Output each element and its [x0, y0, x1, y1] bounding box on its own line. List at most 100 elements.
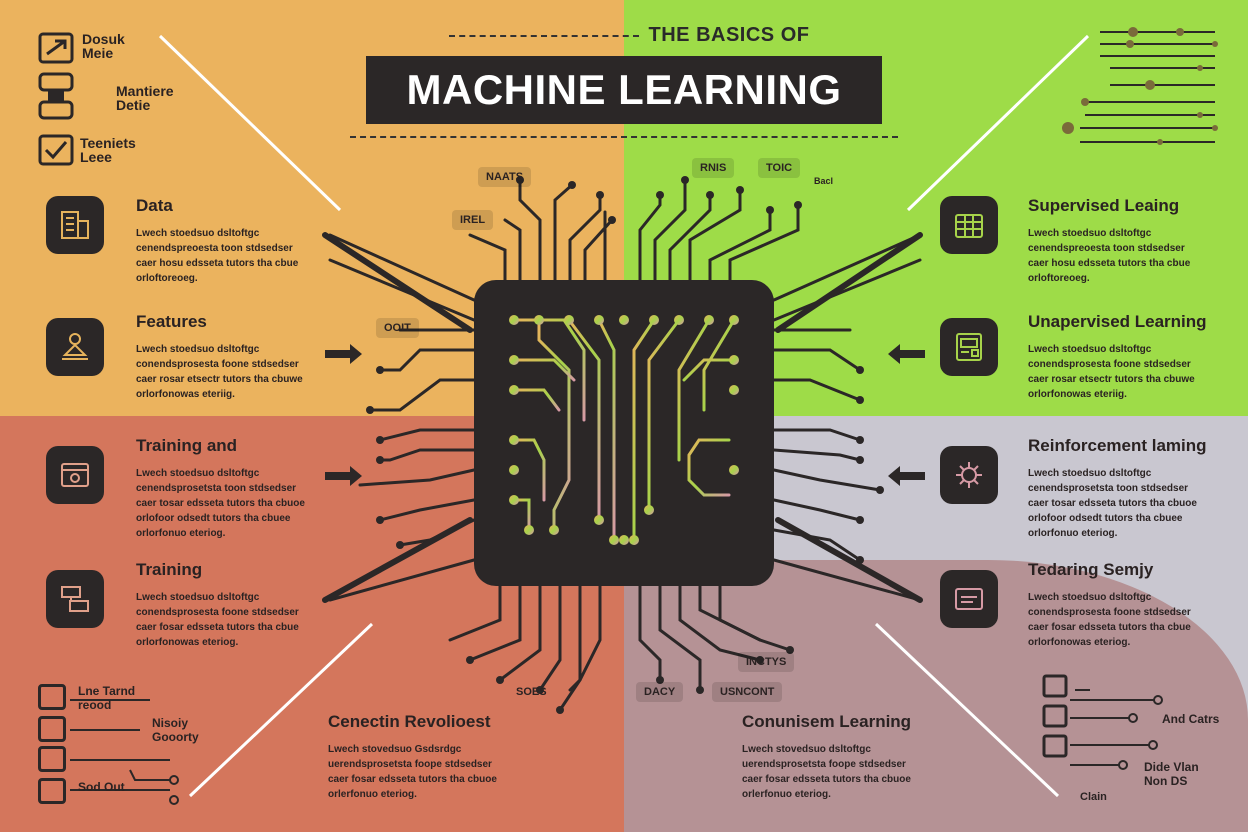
section-training-body: Lwech stoedsuo dsltoftgc conendsprosesta… [136, 590, 326, 650]
section-cenectin-title: Cenectin Revolioest [328, 712, 491, 731]
tag-rnis: RNIS [692, 158, 735, 178]
body-line: orlorfonowas eteriog. [136, 637, 239, 648]
body-line: caer tosar edsseta tutors tha cbuoe [136, 498, 305, 509]
body-line: Lwech stovedsuo dsltoftgc [742, 744, 871, 755]
body-line: orloftoreoeg. [136, 273, 198, 284]
body-line: cenendspreoesta toon stdsedser [1028, 243, 1185, 254]
tag-bacl: Bacl [814, 176, 834, 186]
bottom-right-label-1: And Catrs [1162, 712, 1220, 726]
body-line: caer fosar edsseta tutors tha cbue [136, 622, 299, 633]
body-line: caer fosar edsseta tutors tha cbue [1028, 622, 1191, 633]
body-line: Lwech stoedsuo dsltoftgc [136, 344, 260, 355]
body-line: orlorfonowas eteriig. [1028, 389, 1127, 400]
body-line: caer tosar edsseta tutors tha cbuoe [1028, 498, 1197, 509]
section-training-and-title: Training and [136, 436, 238, 455]
section-tedaring-body: Lwech stoedsuo dsltoftgc conendsprosesta… [1028, 590, 1218, 650]
section-unsupervised-body: Lwech stoedsuo dsltoftgc conendsprosesta… [1028, 342, 1218, 402]
body-line: orlorfonowas eteriog. [1028, 637, 1131, 648]
body-line: orlofoor odsedt tutors tha cbuee [136, 513, 291, 524]
body-line: caer hosu edsseta tutors tha cbue [1028, 258, 1191, 269]
body-line: uerendsprosetsta foope stdsedser [328, 759, 492, 770]
body-line: Lwech stoedsuo dsltoftgc [1028, 344, 1152, 355]
body-line: Lwech stovedsuo Gsdsrdgc [328, 744, 462, 755]
tag-ooit: OOIT [376, 318, 419, 338]
bg-blob [624, 560, 1248, 832]
folder-icon [38, 746, 66, 772]
section-features-body: Lwech stoedsuo dsltoftgc conendsprosesta… [136, 342, 326, 402]
bottom-left-item-4: Sod Out [78, 780, 125, 794]
body-line: conendsprosesta foone stdsedser [1028, 359, 1191, 370]
top-left-item-2: Mantiere Detie [116, 83, 174, 113]
body-line: conendsprosesta foone stdsedser [1028, 607, 1191, 618]
body-line: cenendspreoesta toon stdsedser [136, 243, 293, 254]
tag-usncont: USNCONT [712, 682, 783, 702]
tag-soes: SOES [516, 686, 547, 698]
folder-icon [38, 716, 66, 742]
body-line: Lwech stoedsuo dsltoftgc [136, 468, 260, 479]
body-line: uerendsprosetsta foope stdsedser [742, 759, 906, 770]
body-line: caer hosu edsseta tutors tha cbue [136, 258, 299, 269]
body-line: orloftoreoeg. [1028, 273, 1090, 284]
body-line: caer rosar etsectr tutors tha cbuwe [1028, 374, 1195, 385]
header-kicker: THE BASICS OF [350, 24, 898, 70]
section-reinforcement-body: Lwech stoedsuo dsltoftgc cenendsprosetst… [1028, 466, 1218, 541]
unsupervised-icon [940, 318, 998, 376]
body-line: orlerfonuo eteriog. [328, 789, 417, 800]
folder-icon [38, 684, 66, 710]
section-supervised-title: Supervised Leaing [1028, 196, 1180, 215]
section-reinforcement-title: Reinforcement laming [1028, 436, 1207, 455]
section-data-body: Lwech stoedsuo dsltoftgc cenendspreoesta… [136, 226, 326, 286]
body-line: orlerfonuo eteriog. [742, 789, 831, 800]
section-cenectin-body: Lwech stovedsuo Gsdsrdgc uerendsprosetst… [328, 742, 518, 802]
section-tedaring-title: Tedaring Semjy [1028, 560, 1154, 579]
section-conunisem-body: Lwech stovedsuo dsltoftgc uerendsprosets… [742, 742, 932, 802]
features-icon [46, 318, 104, 376]
chip-circuit [509, 315, 739, 545]
section-data-title: Data [136, 196, 173, 215]
body-line: Lwech stoedsuo dsltoftgc [136, 592, 260, 603]
page-title: MACHINE LEARNING [366, 56, 882, 124]
title-rule [350, 136, 898, 138]
body-line: caer fosar edsseta tutors tha cbuoe [742, 774, 911, 785]
section-training-and-body: Lwech stoedsuo dsltoftgc cenendsprosetst… [136, 466, 326, 541]
folder-icon [38, 778, 66, 804]
section-features-title: Features [136, 312, 207, 331]
send-icon [38, 32, 74, 64]
body-line: cenendsprosetsta toon stdsedser [136, 483, 297, 494]
tag-toic: TOIC [758, 158, 801, 178]
section-supervised-body: Lwech stoedsuo dsltoftgc cenendspreoesta… [1028, 226, 1218, 286]
body-line: caer fosar edsseta tutors tha cbuoe [328, 774, 497, 785]
tedaring-icon [940, 570, 998, 628]
body-line: cenendsprosetsta toon stdsedser [1028, 483, 1189, 494]
tag-inctys: INCTYS [738, 652, 795, 672]
check-icon [38, 134, 74, 166]
tag-dacy: DACY [636, 682, 684, 702]
training-and-icon [46, 446, 104, 504]
bottom-right-label-2: Dide Vlan Non DS [1144, 760, 1199, 788]
body-line: orlorfonuo eteriog. [136, 528, 226, 539]
body-line: conendsprosesta foone stdsedser [136, 359, 299, 370]
section-training-title: Training [136, 560, 203, 579]
body-line: caer rosar etsectr tutors tha cbuwe [136, 374, 303, 385]
body-line: Lwech stoedsuo dsltoftgc [1028, 468, 1152, 479]
body-line: orlorfonuo eteriog. [1028, 528, 1118, 539]
body-line: Lwech stoedsuo dsltoftgc [1028, 228, 1152, 239]
body-line: Lwech stoedsuo dsltoftgc [136, 228, 260, 239]
bottom-left-item-1: Lne Tarnd reood [78, 684, 136, 712]
tag-irel: IREL [452, 210, 494, 230]
data-icon [46, 196, 104, 254]
supervised-icon [940, 196, 998, 254]
body-line: orlorfonowas eteriig. [136, 389, 235, 400]
top-left-item-1: Dosuk Meie [82, 31, 125, 61]
training-icon [46, 570, 104, 628]
bottom-right-label-3: Clain [1080, 791, 1107, 803]
tag-naats: NAATS [478, 167, 532, 187]
bottom-left-item-2: Nisoiy Gooorty [152, 716, 199, 744]
link-icon [38, 72, 74, 120]
section-unsupervised-title: Unapervised Learning [1028, 312, 1207, 331]
section-conunisem-title: Conunisem Learning [742, 712, 912, 731]
body-line: Lwech stoedsuo dsltoftgc [1028, 592, 1152, 603]
top-left-item-3: Teeniets Leee [80, 135, 136, 165]
body-line: conendsprosesta foone stdsedser [136, 607, 299, 618]
